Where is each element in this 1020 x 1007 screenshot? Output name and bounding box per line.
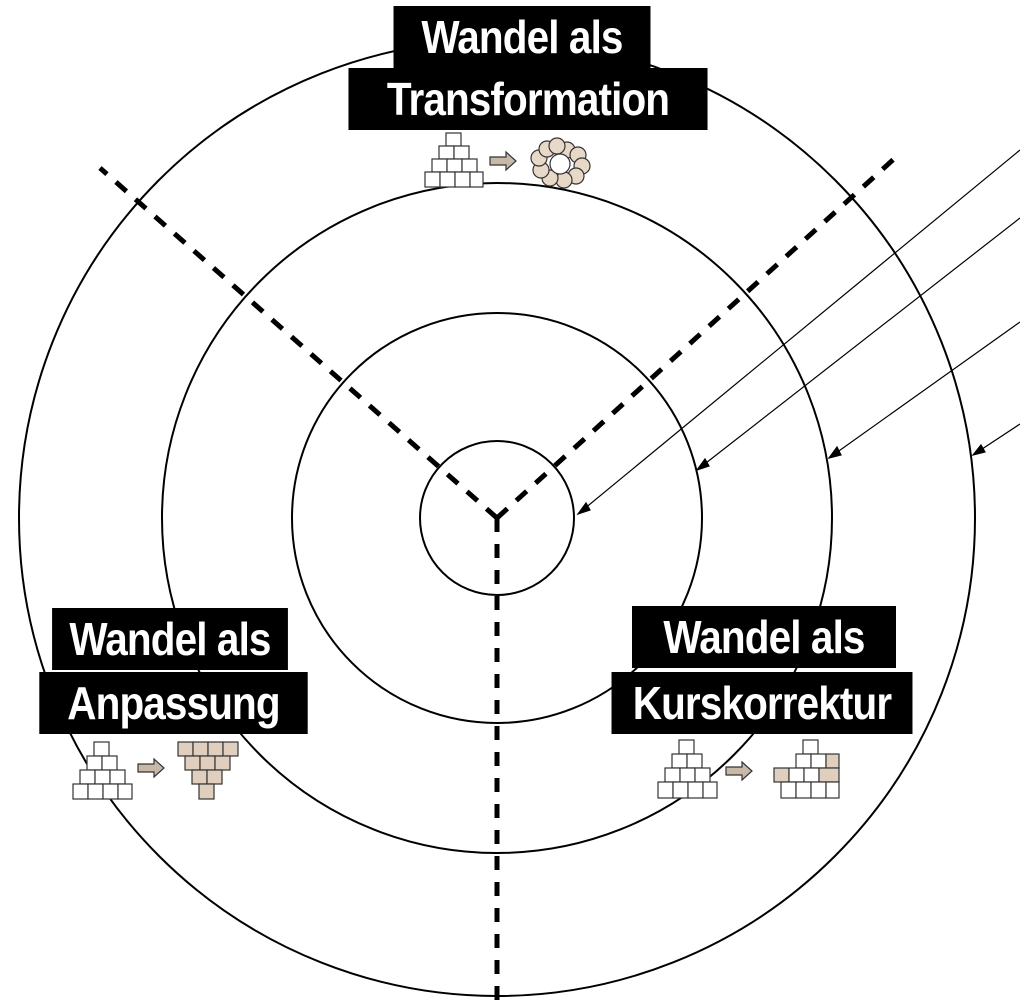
pyramid-icon (424, 132, 484, 188)
kurskorrektur-label-line2: Kurskorrektur (611, 672, 913, 734)
anpassung-label-line1: Wandel als (52, 608, 288, 670)
transformation-label-line2: Transformation (348, 68, 708, 130)
flower-icon (530, 137, 591, 189)
transformation-label-line1: Wandel als (393, 6, 651, 68)
kurskorrektur-icons (657, 739, 840, 799)
anpassung-icons (72, 741, 239, 800)
arrow-to-second-ring (696, 217, 1020, 471)
pointer-arrows (576, 149, 1020, 516)
pyramid-icon (657, 739, 718, 799)
kurskorrektur-label-line1: Wandel als (632, 606, 896, 668)
third-ring (161, 182, 833, 854)
inverted-pyramid-icon (177, 741, 239, 800)
divider-upper-left (98, 166, 499, 520)
arrowhead-third-ring (827, 445, 842, 459)
arrowhead-outer-ring (971, 443, 986, 457)
arrowhead-second-ring (695, 457, 710, 472)
arrow-right-icon (489, 150, 517, 172)
transformation-icons (424, 132, 591, 189)
arrow-to-inner-ring (577, 149, 1020, 515)
arrow-right-icon (725, 760, 753, 782)
arrowhead-inner-ring (576, 501, 591, 516)
anpassung-label-line2: Anpassung (39, 672, 308, 734)
divider-upper-right (495, 156, 897, 520)
pyramid-icon (72, 741, 133, 800)
arrow-to-third-ring (828, 321, 1020, 459)
second-ring (291, 312, 703, 724)
arrow-right-icon (137, 757, 165, 779)
inner-ring (419, 440, 575, 596)
modified-pyramid-icon (773, 739, 840, 799)
